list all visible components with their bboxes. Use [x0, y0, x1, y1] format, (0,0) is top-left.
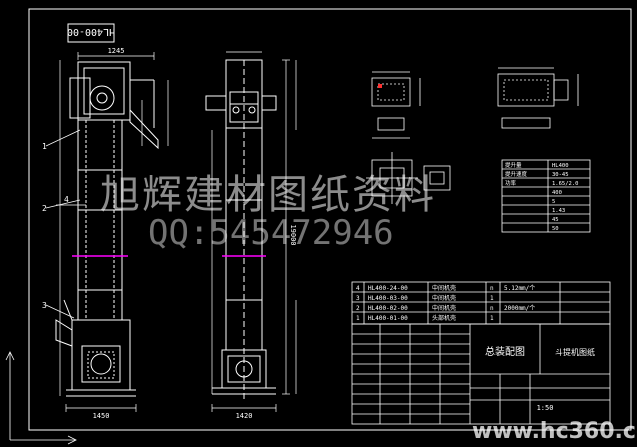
part-name: 中间机壳 [432, 284, 456, 292]
watermark-site: www.hc360.com [472, 419, 637, 444]
callout-4a: 4 [64, 195, 69, 204]
spec-5-value: 1.43 [552, 208, 565, 214]
detail-view-3 [366, 152, 451, 204]
callout-leaders [45, 129, 86, 319]
part-name: 头部机壳 [432, 314, 456, 322]
spec-0-value: HL400 [552, 163, 569, 169]
watermark-chinese: 旭辉建材图纸资料 [100, 172, 436, 218]
front-view [55, 61, 159, 397]
drawing-number: HL400-00 [67, 26, 115, 37]
parts-list-rows: 4 HL400-24-00 中间机壳 n 5.12mm/个 3 HL400-03… [356, 284, 535, 322]
spec-6-value: 45 [552, 217, 559, 223]
spec-2-label: 功率 [505, 179, 517, 187]
title-block-title: 总装配图 [485, 345, 525, 358]
watermark-qq: QQ:545472946 [148, 213, 394, 253]
part-name: 中间机壳 [432, 304, 456, 312]
callout-2: 2 [42, 204, 47, 213]
dim-front-top: 1245 [108, 47, 125, 55]
spec-table-text: 提升量 HL400 提升速度 30-45 功率 1.65/2.0 400 5 1… [505, 161, 579, 232]
part-code: HL400-02-00 [368, 305, 408, 312]
detail-view-2 [497, 67, 579, 129]
part-spec: 5.12mm/个 [504, 285, 535, 292]
side-view [205, 59, 277, 400]
part-spec: 2000mm/个 [504, 305, 535, 312]
part-qty: 1 [490, 295, 494, 302]
dim-side-bottom: 1420 [236, 412, 253, 420]
part-qty: n [490, 305, 494, 312]
part-no: 1 [356, 315, 360, 322]
dim-front-bottom: 1450 [93, 412, 110, 420]
spec-1-value: 30-45 [552, 172, 569, 178]
title-block-company: 斗提机图纸 [555, 347, 595, 357]
part-name: 中间机壳 [432, 294, 456, 302]
spec-0-label: 提升量 [505, 161, 522, 169]
part-code: HL400-03-00 [368, 295, 408, 302]
title-block-grid [351, 323, 611, 425]
ucs-axes [5, 351, 77, 445]
side-dimensions [211, 51, 297, 412]
spec-3-value: 400 [552, 190, 562, 196]
callout-3: 3 [42, 301, 47, 310]
part-no: 3 [356, 295, 360, 302]
drawing-number-box: HL400-00 [67, 23, 115, 43]
detail-view-1 [371, 71, 421, 139]
part-qty: n [490, 285, 494, 292]
spec-4-value: 5 [552, 199, 555, 205]
title-block-scale: 1:50 [537, 404, 554, 412]
part-no: 2 [356, 305, 360, 312]
part-code: HL400-24-00 [368, 285, 408, 292]
part-qty: 1 [490, 315, 494, 322]
detail-marker [378, 84, 382, 88]
part-no: 4 [356, 285, 360, 292]
spec-2-value: 1.65/2.0 [552, 181, 579, 187]
spec-table [501, 159, 591, 233]
spec-7-value: 50 [552, 226, 559, 232]
callout-1: 1 [42, 142, 47, 151]
spec-1-label: 提升速度 [505, 170, 528, 178]
drawing-border [28, 8, 632, 431]
front-dimensions [59, 52, 169, 412]
part-code: HL400-01-00 [368, 315, 408, 322]
dim-side-height: 19000 [289, 224, 297, 245]
